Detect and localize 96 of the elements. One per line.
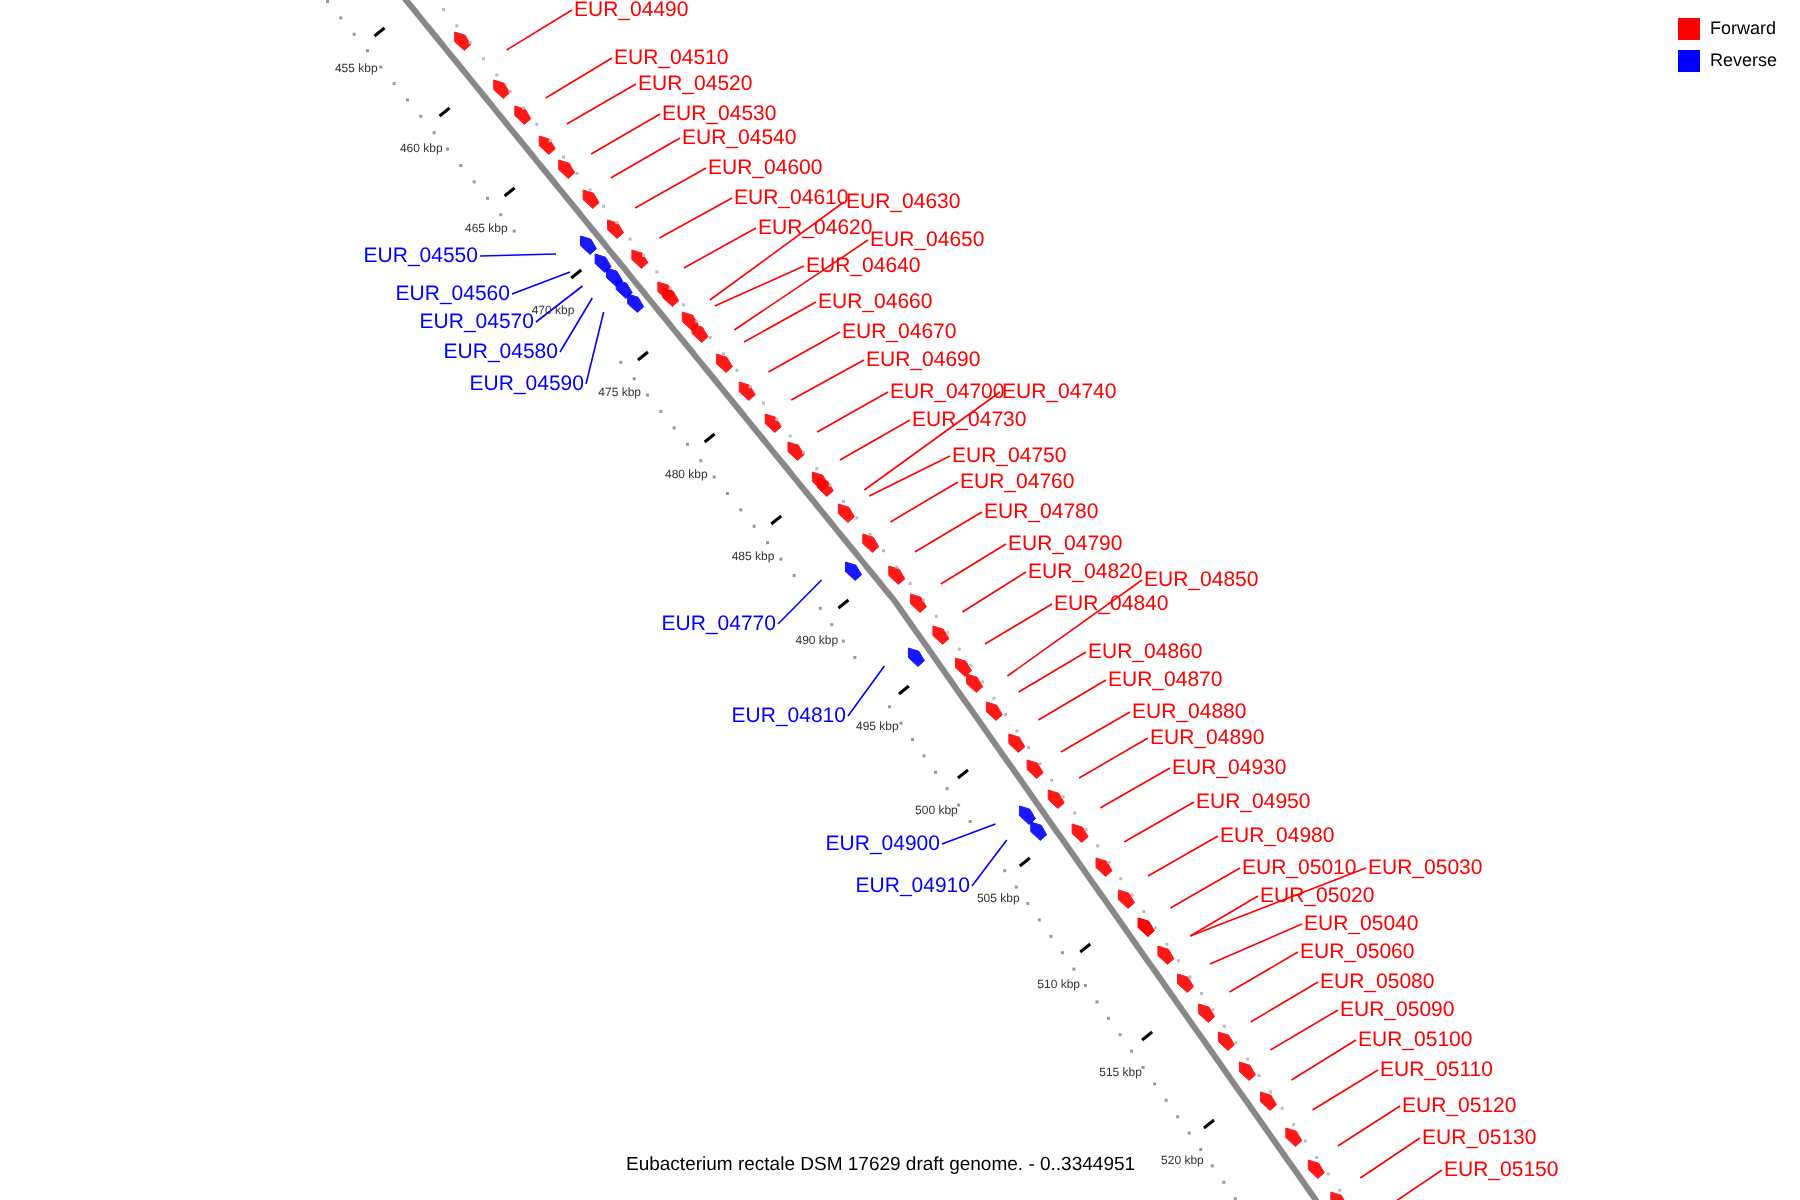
gene-label: EUR_05040 bbox=[1304, 912, 1419, 936]
leader-line bbox=[479, 253, 557, 257]
leader-line bbox=[816, 391, 889, 433]
legend-label: Reverse bbox=[1710, 50, 1778, 72]
leader-line bbox=[777, 579, 823, 625]
leader-line bbox=[511, 271, 571, 295]
leader-line bbox=[505, 9, 573, 51]
gene-label: EUR_05090 bbox=[1340, 998, 1455, 1022]
leader-line bbox=[634, 167, 707, 209]
gene-label: EUR_04630 bbox=[846, 190, 961, 214]
gene-label: EUR_05130 bbox=[1422, 1126, 1537, 1150]
gene-label: EUR_04580 bbox=[443, 340, 558, 364]
gene-label: EUR_05120 bbox=[1402, 1094, 1517, 1118]
legend-label: Forward bbox=[1710, 18, 1777, 40]
gene-label: EUR_04790 bbox=[1008, 532, 1123, 556]
leader-line bbox=[1249, 981, 1319, 1023]
leader-line bbox=[940, 543, 1007, 585]
gene-label: EUR_04490 bbox=[574, 0, 689, 22]
leader-line bbox=[609, 137, 681, 179]
leader-line bbox=[847, 665, 886, 717]
caption: Eubacterium rectale DSM 17629 draft genome. - 0..3344951 bbox=[626, 1154, 1136, 1178]
gene-label: EUR_04750 bbox=[952, 444, 1067, 468]
leader-line bbox=[544, 57, 613, 99]
leader-line bbox=[1099, 767, 1171, 809]
gene-label: EUR_05030 bbox=[1368, 856, 1483, 880]
leader-line bbox=[868, 455, 951, 497]
gene-label: EUR_04890 bbox=[1150, 726, 1265, 750]
gene-label: EUR_04910 bbox=[855, 874, 970, 898]
gene-label: EUR_04780 bbox=[984, 500, 1099, 524]
gene-label: EUR_04610 bbox=[734, 186, 849, 210]
gene-label: EUR_05100 bbox=[1358, 1028, 1473, 1052]
leader-line bbox=[559, 297, 594, 353]
gene-label: EUR_04770 bbox=[661, 612, 776, 636]
leader-line bbox=[941, 823, 997, 845]
leader-line bbox=[1189, 895, 1259, 937]
gene-label: EUR_04850 bbox=[1144, 568, 1259, 592]
gene-label: EUR_04820 bbox=[1028, 560, 1143, 584]
leader-line bbox=[1269, 1009, 1339, 1051]
leader-line bbox=[961, 571, 1027, 613]
gene-label: EUR_04510 bbox=[614, 46, 729, 70]
leader-line bbox=[585, 311, 605, 385]
gene-label: EUR_04950 bbox=[1196, 790, 1311, 814]
gene-label: EUR_04530 bbox=[662, 102, 777, 126]
gene-label: EUR_05110 bbox=[1380, 1058, 1493, 1082]
leader-line bbox=[1147, 835, 1219, 877]
gene-label: EUR_04880 bbox=[1132, 700, 1247, 724]
leader-line bbox=[790, 359, 865, 401]
gene-label: EUR_04980 bbox=[1220, 824, 1335, 848]
leader-line bbox=[1037, 679, 1107, 721]
gene-label: EUR_04670 bbox=[842, 320, 957, 344]
gene-label: EUR_05150 bbox=[1444, 1158, 1559, 1182]
leader-line bbox=[984, 603, 1053, 645]
gene-label: EUR_04520 bbox=[638, 72, 753, 96]
gene-label: EUR_04870 bbox=[1108, 668, 1223, 692]
gene-label: EUR_04740 bbox=[1002, 380, 1117, 404]
leader-line bbox=[889, 481, 959, 523]
leader-line bbox=[714, 265, 805, 307]
gene-label: EUR_04570 bbox=[419, 310, 534, 334]
gene-label: EUR_05080 bbox=[1320, 970, 1435, 994]
gene-label: EUR_04600 bbox=[708, 156, 823, 180]
leader-line bbox=[1311, 1069, 1379, 1111]
leader-line bbox=[1337, 1105, 1401, 1147]
leader-line bbox=[590, 113, 661, 155]
gene-label: EUR_05060 bbox=[1300, 940, 1415, 964]
leader-line bbox=[658, 197, 733, 239]
gene-label: EUR_04690 bbox=[866, 348, 981, 372]
gene-label: EUR_04760 bbox=[960, 470, 1075, 494]
gene-label: EUR_04860 bbox=[1088, 640, 1203, 664]
gene-label: EUR_04700 bbox=[890, 380, 1005, 404]
leader-line bbox=[683, 227, 757, 269]
leader-line bbox=[1228, 951, 1299, 993]
leader-line bbox=[1290, 1039, 1357, 1081]
gene-label: EUR_04660 bbox=[818, 290, 933, 314]
gene-label: EUR_04650 bbox=[870, 228, 985, 252]
leader-line bbox=[767, 331, 841, 373]
gene-label: EUR_05010 bbox=[1242, 856, 1357, 880]
leader-line bbox=[1209, 923, 1303, 965]
leader-line bbox=[839, 419, 911, 461]
gene-label: EUR_04540 bbox=[682, 126, 797, 150]
leader-line bbox=[535, 285, 584, 323]
gene-label: EUR_04550 bbox=[363, 244, 478, 268]
leader-line bbox=[1017, 651, 1087, 693]
leader-line bbox=[971, 839, 1008, 887]
gene-label: EUR_04590 bbox=[469, 372, 584, 396]
leader-line bbox=[1359, 1137, 1421, 1179]
gene-label: EUR_04930 bbox=[1172, 756, 1287, 780]
leader-line bbox=[1060, 711, 1131, 753]
gene-label: EUR_04810 bbox=[731, 704, 846, 728]
leader-line bbox=[1078, 737, 1149, 779]
gene-label: EUR_04560 bbox=[395, 282, 510, 306]
leader-line bbox=[566, 83, 637, 125]
gene-label: EUR_04900 bbox=[825, 832, 940, 856]
leader-line bbox=[1123, 801, 1195, 843]
leader-line bbox=[1169, 867, 1241, 909]
leader-line bbox=[914, 511, 983, 553]
leader-line bbox=[743, 301, 817, 343]
